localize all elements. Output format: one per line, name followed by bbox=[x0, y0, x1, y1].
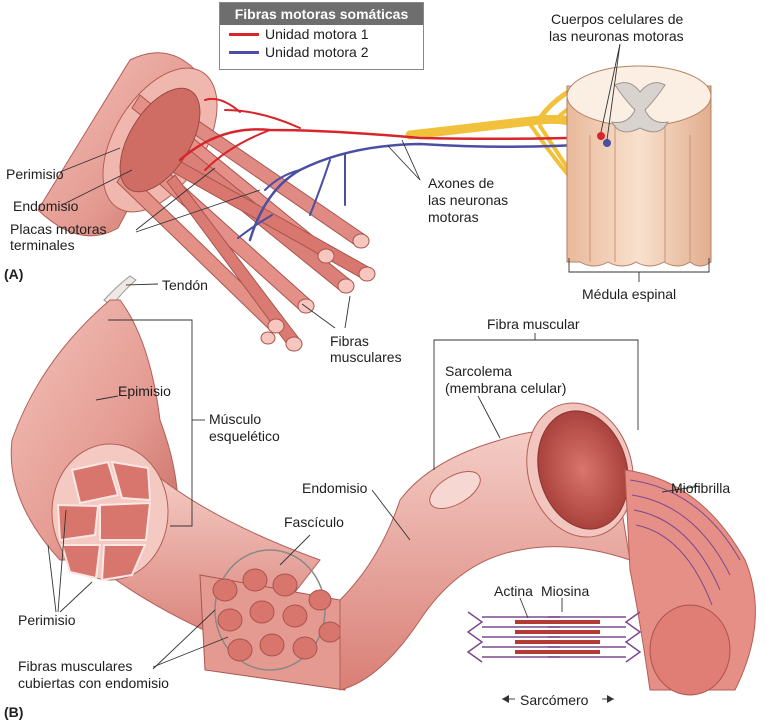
label-placas-line2: terminales bbox=[10, 237, 75, 253]
label-fasciculo: Fascículo bbox=[284, 514, 344, 530]
panel-b-tag: (B) bbox=[4, 704, 24, 720]
label-cuerpos-line2: las neuronas motoras bbox=[549, 28, 684, 44]
panel-a-muscle-bundle bbox=[37, 52, 376, 352]
legend-title: Fibras motoras somáticas bbox=[220, 3, 423, 25]
label-endomisio-b: Endomisio bbox=[302, 480, 368, 496]
leader-lines-b bbox=[47, 283, 701, 700]
sarcomere-filaments bbox=[466, 611, 642, 663]
leader-lines-a bbox=[59, 43, 710, 329]
label-fibras-line1: Fibras bbox=[330, 333, 369, 349]
label-axones-line3: motoras bbox=[428, 209, 479, 225]
legend-item-unit-1: Unidad motora 1 bbox=[220, 25, 423, 43]
legend-label-unit-2: Unidad motora 2 bbox=[265, 44, 369, 60]
label-miofibrilla: Miofibrilla bbox=[671, 480, 731, 496]
panel-b-muscle bbox=[10, 275, 756, 696]
label-placas-line1: Placas motoras bbox=[10, 221, 107, 237]
label-cuerpos-line1: Cuerpos celulares de bbox=[551, 11, 684, 27]
label-sarcomero: Sarcómero bbox=[520, 692, 589, 708]
panel-a-tag: (A) bbox=[4, 266, 24, 282]
label-fibras-cubiertas-line1: Fibras musculares bbox=[18, 658, 133, 674]
spinal-cord bbox=[566, 65, 712, 267]
fascicle-bundle bbox=[199, 549, 346, 691]
label-fibras-line2: musculares bbox=[330, 349, 402, 365]
label-axones-line1: Axones de bbox=[428, 175, 495, 191]
legend-item-unit-2: Unidad motora 2 bbox=[220, 43, 423, 61]
label-axones-line2: las neuronas bbox=[428, 192, 509, 208]
label-perimisio-b: Perimisio bbox=[18, 612, 76, 628]
legend-swatch-red bbox=[229, 33, 259, 36]
label-musculo-line2: esquelético bbox=[209, 428, 280, 444]
label-medula-espinal: Médula espinal bbox=[582, 286, 677, 302]
legend-swatch-blue bbox=[229, 51, 259, 54]
legend-label-unit-1: Unidad motora 1 bbox=[265, 26, 369, 42]
fascicle-cross-sections bbox=[56, 460, 152, 582]
label-miosina: Miosina bbox=[541, 583, 590, 599]
label-actina: Actina bbox=[494, 583, 533, 599]
label-sarcolema-line2: (membrana celular) bbox=[445, 380, 567, 396]
sarcomere-arrows bbox=[502, 695, 614, 703]
label-musculo-line1: Músculo bbox=[209, 411, 262, 427]
label-fibras-cubiertas-line2: cubiertas con endomisio bbox=[18, 675, 169, 691]
label-sarcolema-line1: Sarcolema bbox=[445, 363, 512, 379]
label-endomisio-a: Endomisio bbox=[13, 198, 79, 214]
legend-box: Fibras motoras somáticas Unidad motora 1… bbox=[219, 2, 424, 70]
label-fibra-muscular: Fibra muscular bbox=[487, 316, 580, 332]
label-tendon: Tendón bbox=[162, 277, 208, 293]
label-epimisio: Epimisio bbox=[118, 383, 171, 399]
label-perimisio-a: Perimisio bbox=[6, 166, 64, 182]
